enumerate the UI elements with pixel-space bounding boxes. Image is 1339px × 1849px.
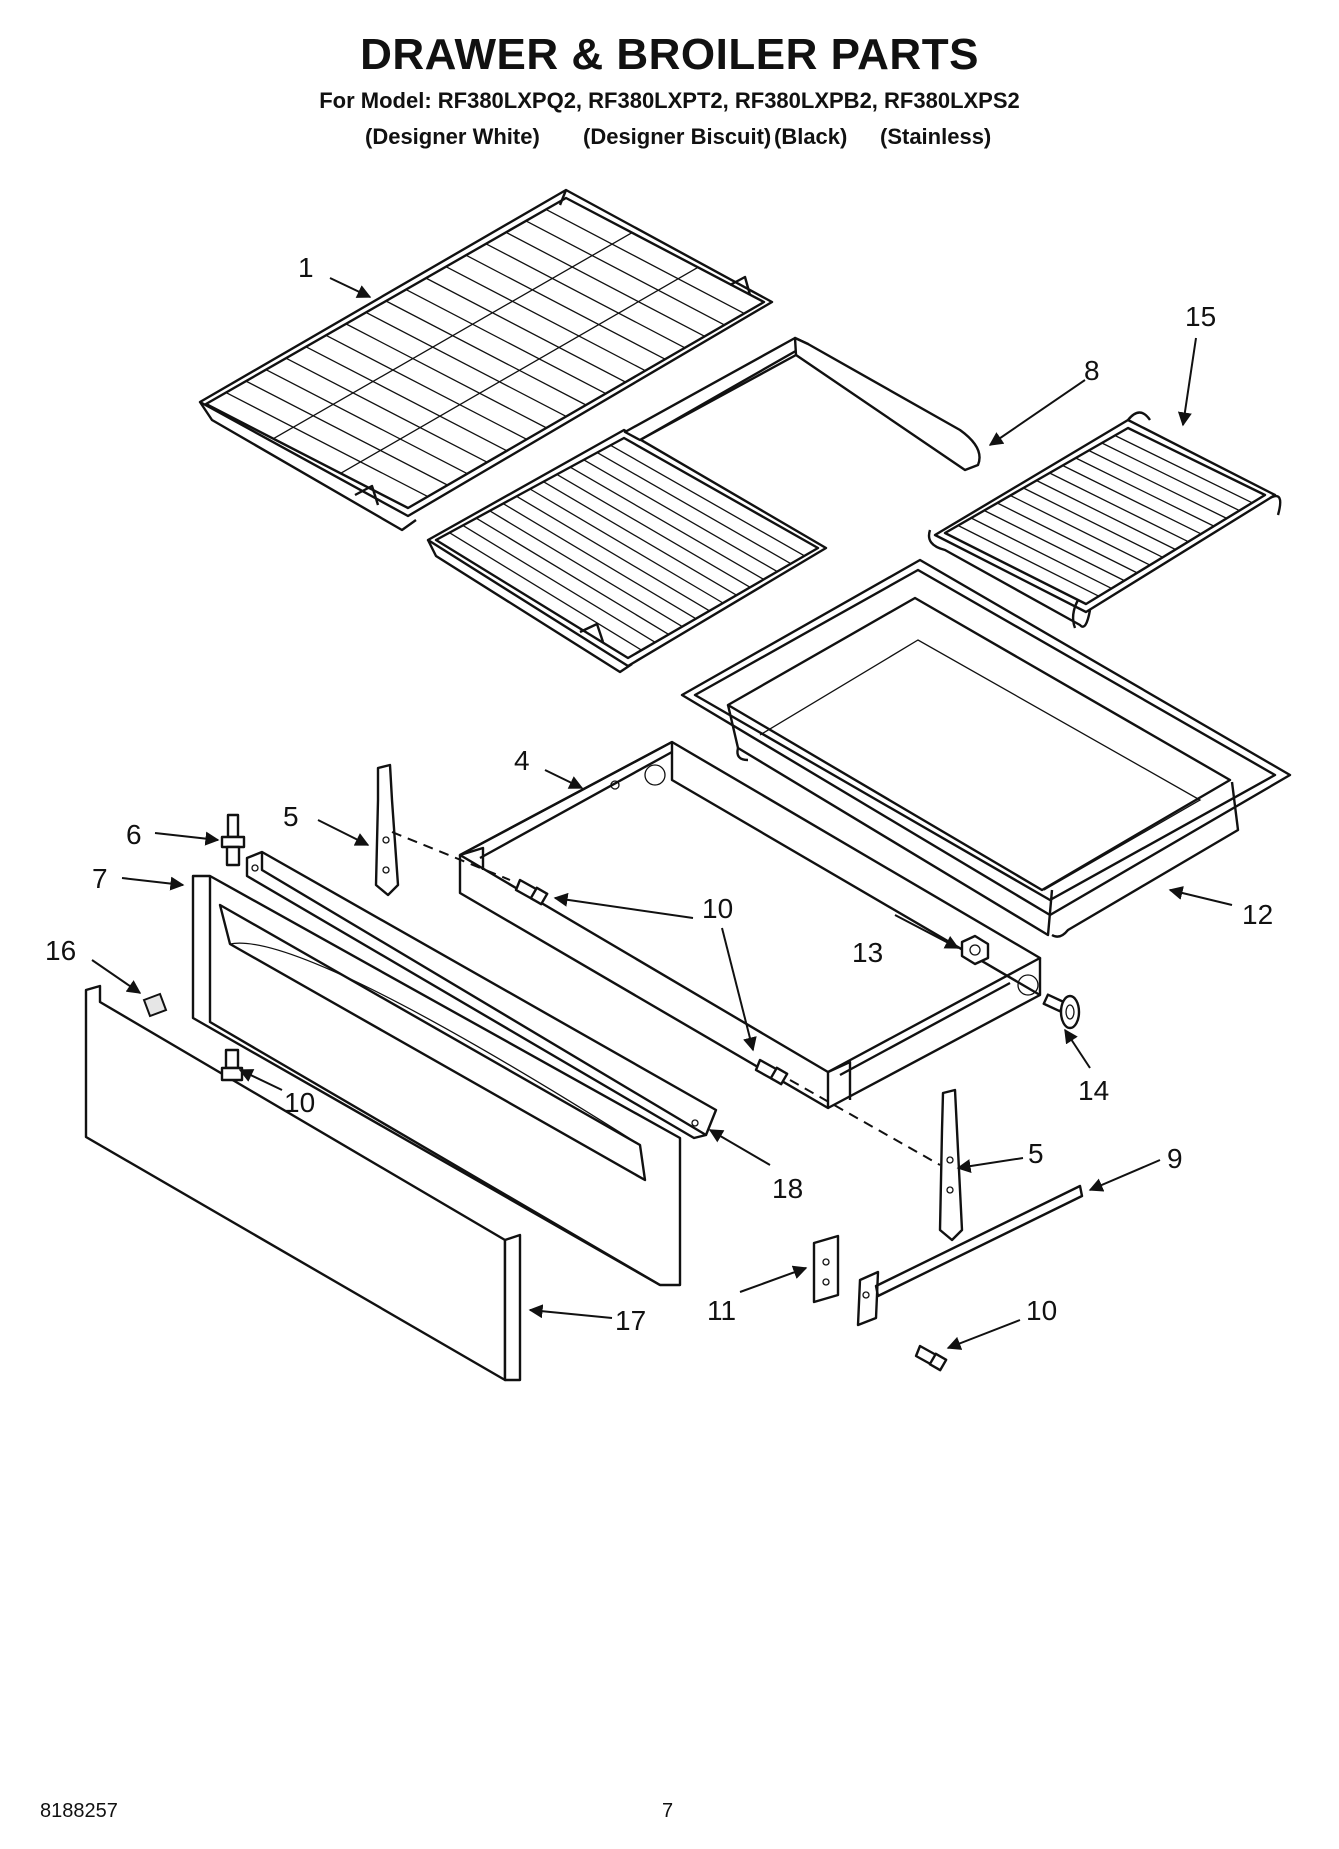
broiler-pan-part: [680, 558, 1292, 938]
broiler-grid-part: [927, 411, 1282, 629]
screw-part: [514, 878, 549, 906]
rail-part: [856, 1184, 1084, 1327]
callout-5: 5: [1028, 1138, 1044, 1169]
callout-1: 1: [298, 252, 314, 283]
callout-10: 10: [702, 893, 733, 924]
callout-10: 10: [284, 1087, 315, 1118]
callout-5: 5: [283, 801, 299, 832]
variant-designer-white: (Designer White): [365, 124, 540, 149]
callout-11: 11: [707, 1295, 736, 1326]
drawer-slide-part: [938, 1088, 964, 1242]
callout-8: 8: [1084, 355, 1100, 386]
doc-number: 8188257: [40, 1800, 118, 1822]
model-line: For Model: RF380LXPQ2, RF380LXPT2, RF380…: [319, 88, 1020, 113]
page-title: DRAWER & BROILER PARTS: [360, 30, 979, 79]
page-number: 7: [662, 1800, 674, 1822]
variant-stainless: (Stainless): [880, 124, 992, 149]
callout-6: 6: [126, 819, 142, 850]
alignment-line: [789, 1079, 941, 1166]
alignment-line: [391, 831, 511, 881]
nut-part: [960, 934, 990, 966]
screw-part: [914, 1344, 948, 1372]
callout-12: 12: [1242, 899, 1273, 930]
callout-15: 15: [1185, 301, 1216, 332]
screw-part: [220, 1048, 244, 1082]
oven-rack-part: [198, 188, 774, 532]
callout-numbers: 1 8 15 4 5 6 7 16 10 10 13 12 14 10 18 5…: [45, 252, 1273, 1336]
callout-10: 10: [1026, 1295, 1057, 1326]
screw-part: [754, 1058, 789, 1086]
outer-panel-part: [84, 984, 522, 1382]
callout-16: 16: [45, 935, 76, 966]
stud-part: [220, 813, 246, 867]
callout-4: 4: [514, 745, 530, 776]
callout-14: 14: [1078, 1075, 1109, 1106]
clip-part: [142, 992, 168, 1018]
broiler-rack-part: [426, 428, 828, 674]
roller-part: [1042, 993, 1081, 1030]
variant-black: (Black): [774, 124, 848, 149]
drawer-body-part: [458, 740, 1042, 1110]
trim-strip-part: [245, 850, 718, 1140]
variant-designer-biscuit: (Designer Biscuit): [583, 124, 772, 149]
callout-leaders: [91, 277, 1233, 1350]
callout-17: 17: [615, 1305, 646, 1336]
bracket-part: [812, 1234, 840, 1304]
drawer-slide-part: [374, 763, 400, 897]
drawer-front-part: [191, 874, 682, 1287]
callout-13: 13: [852, 937, 883, 968]
callout-9: 9: [1167, 1143, 1183, 1174]
callout-7: 7: [92, 863, 108, 894]
rack-rod-part: [623, 336, 981, 472]
callout-18: 18: [772, 1173, 803, 1204]
